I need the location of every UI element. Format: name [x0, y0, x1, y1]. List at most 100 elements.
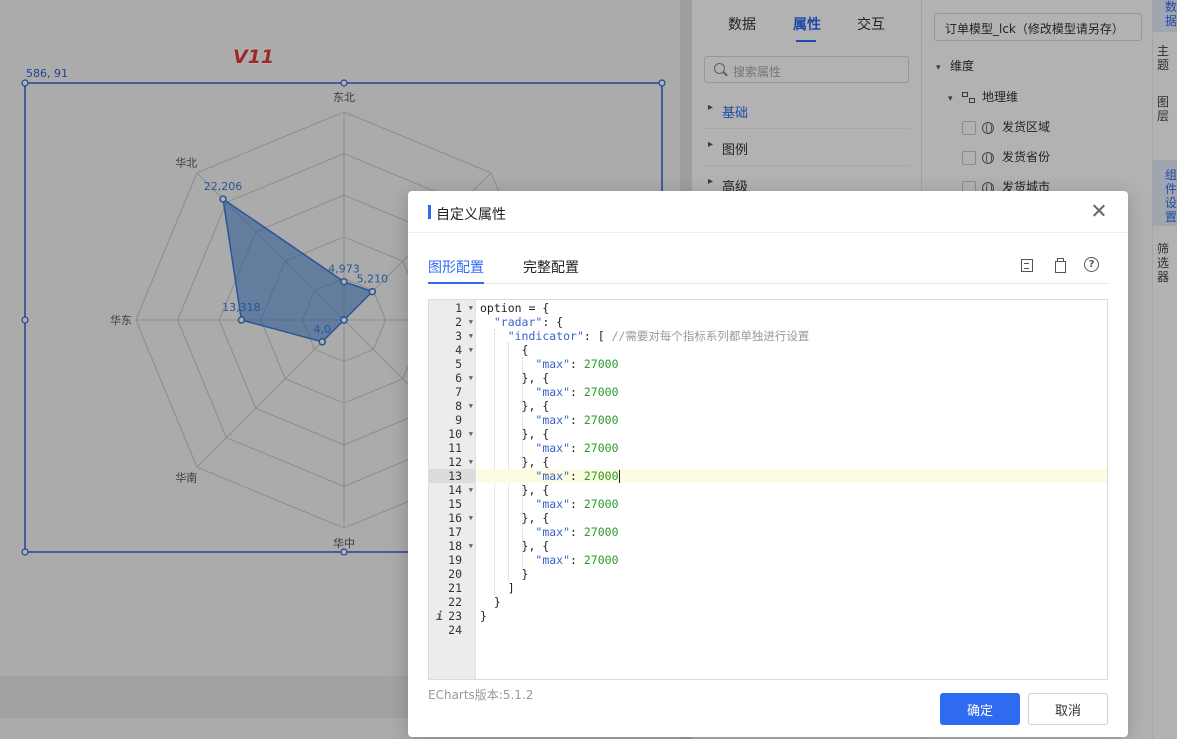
tab-data[interactable]: 数据	[728, 17, 756, 33]
code-line[interactable]: "max": 27000	[535, 553, 619, 567]
fold-arrow-icon[interactable]: ▼	[468, 318, 473, 326]
line-number: 1▼	[429, 301, 476, 315]
radar-data-point	[219, 195, 227, 203]
tab-interaction[interactable]: 交互	[857, 17, 885, 33]
line-number-text: 6	[455, 371, 462, 385]
radar-data-point	[368, 287, 377, 296]
radar-data-point	[340, 316, 348, 324]
data-value-label: 4,0	[313, 323, 331, 336]
info-icon: i	[436, 609, 443, 623]
fold-arrow-icon[interactable]: ▼	[468, 346, 473, 354]
checkbox[interactable]	[962, 120, 976, 135]
section-legend[interactable]: ▸ 图例	[704, 129, 910, 166]
line-number: 8▼	[429, 399, 476, 413]
code-line[interactable]: }, {	[480, 427, 550, 441]
side-item-theme[interactable]: 主题	[1157, 44, 1170, 72]
side-item-layers[interactable]: 图层	[1157, 95, 1170, 123]
line-number: 3▼	[429, 329, 476, 343]
code-line[interactable]: "max": 27000	[535, 441, 619, 455]
code-line[interactable]	[477, 623, 1107, 637]
help-icon[interactable]: ?	[1084, 257, 1099, 272]
dialog-header: 自定义属性	[408, 191, 1128, 233]
code-line[interactable]: "max": 27000	[477, 469, 1107, 483]
code-line[interactable]: "max": 27000	[535, 413, 619, 427]
code-line[interactable]: }	[480, 595, 501, 609]
code-line[interactable]: }	[480, 567, 529, 581]
indent-guide	[494, 329, 495, 595]
fold-arrow-icon[interactable]: ▼	[468, 486, 473, 494]
resize-handle	[21, 548, 29, 556]
geo-dimension-group[interactable]: ▾地理维	[948, 90, 1019, 104]
radar-data-point	[237, 316, 246, 324]
code-line[interactable]: }, {	[480, 371, 550, 385]
code-line[interactable]: }, {	[480, 455, 550, 469]
indent-guide	[522, 357, 523, 567]
resize-handle	[21, 79, 29, 87]
data-value-label: 5,210	[357, 273, 389, 286]
code-line[interactable]: "max": 27000	[535, 497, 619, 511]
cancel-button[interactable]: 取消	[1028, 693, 1108, 725]
code-line[interactable]: ]	[480, 581, 515, 595]
field-ship-province[interactable]: 发货省份	[962, 148, 1050, 165]
side-item-component-settings[interactable]: 组件设置	[1153, 160, 1177, 226]
code-line[interactable]: {	[480, 343, 529, 357]
fold-arrow-icon[interactable]: ▼	[468, 514, 473, 522]
tab-graphic-config[interactable]: 图形配置	[428, 260, 484, 276]
fold-arrow-icon[interactable]: ▼	[468, 374, 473, 382]
tab-full-config[interactable]: 完整配置	[523, 260, 579, 276]
code-line[interactable]: "indicator": [ //需要对每个指标系列都单独进行设置	[507, 329, 810, 343]
fold-arrow-icon[interactable]: ▼	[468, 304, 473, 312]
line-number-text: 23	[448, 609, 462, 623]
line-number-text: 5	[455, 357, 462, 371]
code-line[interactable]: }, {	[480, 483, 550, 497]
code-line[interactable]: option = {	[480, 301, 550, 315]
line-number: 21	[429, 581, 476, 595]
checkbox[interactable]	[962, 150, 976, 165]
line-number-text: 1	[455, 301, 462, 315]
editor-code-area[interactable]: option = { "radar": { "indicator": [ //需…	[477, 300, 1107, 679]
confirm-button[interactable]: 确定	[940, 693, 1020, 725]
chevron-down-icon: ▾	[936, 63, 941, 73]
model-select[interactable]: 订单模型_lck（修改模型请另存）	[934, 13, 1142, 41]
active-tab-indicator	[796, 40, 816, 42]
line-number: 18 ▼	[429, 539, 476, 553]
search-placeholder: 搜索属性	[733, 65, 782, 79]
chevron-down-icon: ▾	[948, 94, 953, 104]
section-basic[interactable]: ▸ 基础	[704, 92, 910, 129]
code-line[interactable]: "radar": {	[493, 315, 564, 329]
code-line[interactable]: }, {	[480, 511, 550, 525]
line-number: 2▼	[429, 315, 476, 329]
code-line[interactable]: }, {	[480, 539, 550, 553]
field-ship-region[interactable]: 发货区域	[962, 118, 1050, 135]
side-item-data[interactable]: 数据	[1153, 0, 1177, 32]
code-line[interactable]: "max": 27000	[535, 525, 619, 539]
fold-arrow-icon[interactable]: ▼	[468, 542, 473, 550]
close-icon[interactable]	[1091, 203, 1107, 219]
fold-arrow-icon[interactable]: ▼	[468, 430, 473, 438]
indicator-label: 东北	[333, 91, 355, 104]
tab-properties[interactable]: 属性	[793, 17, 821, 33]
format-icon[interactable]	[1019, 257, 1035, 273]
fold-arrow-icon[interactable]: ▼	[468, 458, 473, 466]
dimension-group[interactable]: ▾维度	[936, 59, 975, 73]
code-line[interactable]: }	[480, 609, 487, 623]
data-value-label: 22,206	[204, 180, 243, 193]
tab-divider	[428, 283, 1108, 284]
code-line[interactable]: "max": 27000	[535, 357, 619, 371]
line-number-text: 2	[455, 315, 462, 329]
resize-handle	[658, 79, 666, 87]
fold-arrow-icon[interactable]: ▼	[468, 332, 473, 340]
radar-data-point	[318, 338, 326, 346]
property-search-input[interactable]: 搜索属性	[704, 56, 909, 83]
dialog-title: 自定义属性	[436, 207, 506, 223]
side-item-filter[interactable]: 筛选器	[1157, 242, 1170, 284]
line-number-text: 18	[448, 539, 462, 553]
code-line[interactable]: }, {	[480, 399, 550, 413]
code-line[interactable]: "max": 27000	[535, 385, 619, 399]
line-number-text: 11	[448, 441, 462, 455]
copy-icon[interactable]	[1052, 257, 1068, 273]
data-value-label: 13,318	[222, 301, 261, 314]
fold-arrow-icon[interactable]: ▼	[468, 402, 473, 410]
